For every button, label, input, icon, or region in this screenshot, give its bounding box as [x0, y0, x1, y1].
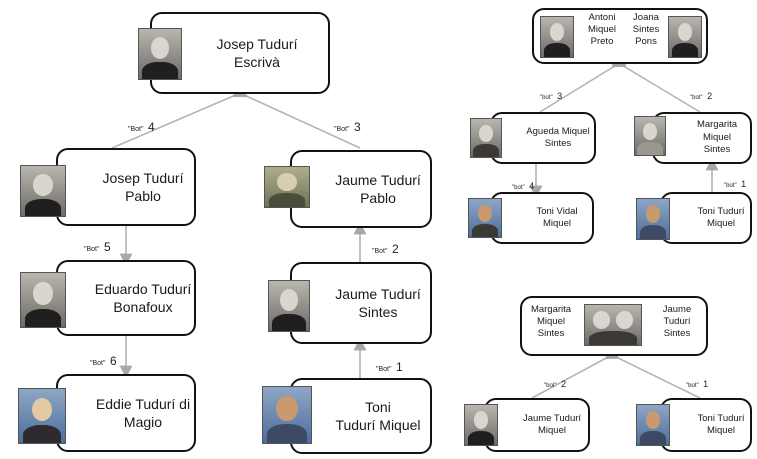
person-box-toni-vidal[interactable]: Toni Vidal Miquel	[490, 192, 594, 244]
portrait-photo-toni-vidal	[468, 198, 502, 238]
portrait-photo-toni	[262, 386, 312, 444]
person-name: Toni Tudurí Miquel	[335, 398, 421, 433]
edge-label-tr-3: "bot" 3	[540, 91, 563, 101]
person-box-margarita[interactable]: Margarita Miquel Sintes	[652, 112, 752, 164]
person-box-agueda[interactable]: Agueda Miquel Sintes	[490, 112, 596, 164]
edge-label-1: "Bot" 1	[376, 360, 403, 374]
person-name-antoni: Antoni Miquel Preto	[588, 12, 616, 47]
person-name: Jaume Tudurí Miquel	[522, 412, 582, 436]
person-name: Josep Tudurí Escrivà	[216, 35, 298, 70]
person-name: Toni Tudurí Miquel	[697, 205, 745, 229]
edge-parents-to-agueda	[539, 55, 627, 113]
edge-label-6: "Bot" 6	[90, 354, 117, 368]
portrait-photo-eduardo	[20, 272, 66, 328]
edge-label-4: "Bot" 4	[128, 120, 155, 134]
person-name-margarita: Margarita Miquel Sintes	[530, 304, 572, 339]
edge-label-5: "Bot" 5	[84, 240, 111, 254]
person-box-eduardo[interactable]: Eduardo Tudurí Bonafoux	[56, 260, 196, 336]
edge-label-tr-1: "bot" 1	[724, 179, 747, 189]
edge-couple-to-toni-miquel	[605, 347, 701, 399]
person-name: Jaume Tudurí Sintes	[335, 285, 421, 320]
person-box-toni[interactable]: Toni Tudurí Miquel	[290, 378, 432, 454]
edge-parents-to-margarita	[611, 55, 701, 113]
edge-label-tr-4: "bot" 4	[512, 181, 535, 191]
edge-label-br-2: "bot" 2	[544, 379, 567, 389]
person-name: Margarita Miquel Sintes	[696, 119, 738, 156]
person-box-jaume-pablo[interactable]: Jaume Tudurí Pablo	[290, 150, 432, 228]
person-name: Agueda Miquel Sintes	[526, 125, 590, 149]
person-name: Josep Tudurí Pablo	[102, 169, 184, 204]
portrait-photo-toni-tuduri	[636, 198, 670, 240]
person-box-eddie[interactable]: Eddie Tudurí di Magio	[56, 374, 196, 452]
portrait-photo-jaume-pablo	[264, 166, 310, 208]
person-name-jaume: Jaume Tudurí Sintes	[662, 304, 692, 339]
edge-label-br-1: "bot" 1	[686, 379, 709, 389]
portrait-photo-joana	[668, 16, 702, 58]
edge-escriva-to-josep-pablo	[111, 85, 247, 149]
person-name: Jaume Tudurí Pablo	[335, 171, 421, 206]
portrait-photo-jaume-miquel	[464, 404, 498, 446]
person-name: Eduardo Tudurí Bonafoux	[94, 280, 192, 315]
portrait-photo-agueda	[470, 118, 502, 158]
portrait-photo-jaume-sintes	[268, 280, 310, 332]
edge-couple-to-jaume-miquel	[531, 347, 619, 399]
person-box-josep-pablo[interactable]: Josep Tudurí Pablo	[56, 148, 196, 226]
person-box-jaume-miquel[interactable]: Jaume Tudurí Miquel	[484, 398, 590, 452]
edge-escriva-to-jaume-pablo	[233, 85, 361, 149]
person-box-toni-tuduri[interactable]: Toni Tudurí Miquel	[660, 192, 752, 244]
edge-label-3: "Bot" 3	[334, 120, 361, 134]
portrait-photo-margarita	[634, 116, 666, 156]
person-name: Toni Tudurí Miquel	[697, 412, 745, 436]
portrait-photo-eddie	[18, 388, 66, 444]
portrait-photo-josep-escriva	[138, 28, 182, 80]
portrait-photo-antoni	[540, 16, 574, 58]
edge-label-2: "Bot" 2	[372, 242, 399, 256]
person-box-toni-miquel[interactable]: Toni Tudurí Miquel	[660, 398, 752, 452]
portrait-photo-toni-miquel	[636, 404, 670, 446]
edge-label-tr-2: "bot" 2	[690, 91, 713, 101]
person-name: Eddie Tudurí di Magio	[95, 395, 191, 430]
portrait-photo-couple	[584, 304, 642, 346]
portrait-photo-josep-pablo	[20, 165, 66, 217]
person-name-joana: Joana Sintes Pons	[632, 12, 660, 47]
person-name: Toni Vidal Miquel	[536, 205, 578, 229]
person-box-jaume-sintes[interactable]: Jaume Tudurí Sintes	[290, 262, 432, 344]
